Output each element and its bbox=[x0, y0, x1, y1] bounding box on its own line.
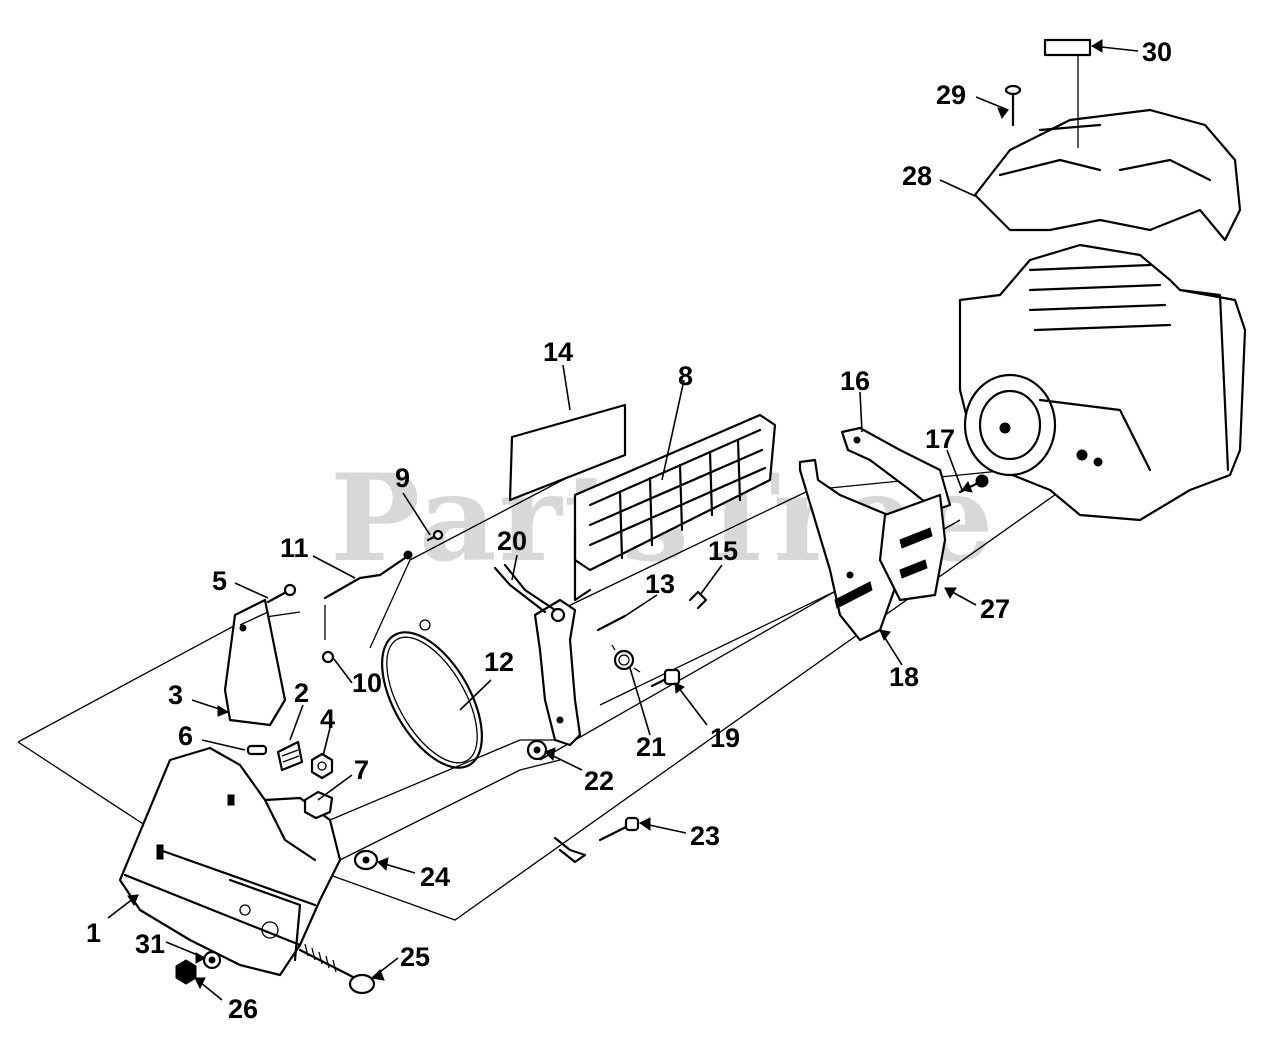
part-22-washer bbox=[526, 739, 548, 761]
part-28-cover bbox=[973, 108, 1242, 242]
part-10-washer bbox=[321, 650, 335, 664]
callout-11: 11 bbox=[280, 533, 309, 563]
part-9-pin bbox=[426, 529, 444, 542]
callout-4: 4 bbox=[320, 704, 335, 734]
callout-28: 28 bbox=[902, 161, 932, 191]
part-25-bolt bbox=[298, 943, 376, 995]
part-16-bracket bbox=[840, 426, 952, 512]
part-23-screw bbox=[553, 816, 640, 864]
engine-block bbox=[958, 243, 1247, 522]
callout-6: 6 bbox=[178, 721, 193, 751]
part-4-nut bbox=[310, 752, 334, 780]
part-13-pin bbox=[596, 614, 627, 632]
callout-3: 3 bbox=[168, 680, 183, 710]
callout-24: 24 bbox=[420, 862, 450, 892]
callout-12: 12 bbox=[484, 647, 514, 677]
part-2-block bbox=[276, 740, 304, 772]
leader-arrowheads bbox=[127, 39, 1103, 990]
part-21-spring bbox=[611, 644, 641, 673]
part-29-screw bbox=[1004, 84, 1022, 127]
callout-9: 9 bbox=[395, 463, 410, 493]
part-19-bolt bbox=[650, 668, 681, 688]
part-26-nut bbox=[175, 959, 197, 985]
callout-labels: 1 2 3 4 5 6 7 8 9 10 11 12 13 14 15 16 1… bbox=[86, 37, 1172, 1024]
callout-10: 10 bbox=[352, 668, 382, 698]
callout-25: 25 bbox=[400, 942, 430, 972]
part-8-grille bbox=[573, 413, 777, 602]
part-1-housing bbox=[118, 739, 561, 977]
part-3-plate bbox=[223, 598, 287, 727]
part-31-washer bbox=[202, 950, 222, 970]
part-5-screw bbox=[266, 583, 297, 604]
callout-21: 21 bbox=[636, 732, 666, 762]
callout-26: 26 bbox=[228, 994, 258, 1024]
callout-30: 30 bbox=[1142, 37, 1172, 67]
callout-7: 7 bbox=[354, 755, 369, 785]
part-20-lever bbox=[493, 563, 582, 747]
callout-17: 17 bbox=[925, 424, 955, 454]
part-27-plate bbox=[878, 493, 947, 602]
part-30-decal bbox=[1043, 38, 1092, 148]
callout-14: 14 bbox=[543, 337, 573, 367]
part-11-rod bbox=[323, 550, 413, 640]
callout-31: 31 bbox=[135, 929, 165, 959]
callout-5: 5 bbox=[212, 566, 227, 596]
part-12-spring bbox=[381, 619, 483, 769]
part-14-gasket bbox=[508, 403, 627, 502]
callout-18: 18 bbox=[889, 662, 919, 692]
part-7-cap bbox=[303, 790, 334, 820]
callout-19: 19 bbox=[710, 723, 740, 753]
callout-27: 27 bbox=[980, 594, 1010, 624]
part-24-bushing bbox=[353, 849, 379, 871]
callout-2: 2 bbox=[294, 678, 309, 708]
callout-29: 29 bbox=[936, 80, 966, 110]
part-15-clip bbox=[688, 590, 708, 610]
callout-22: 22 bbox=[584, 766, 614, 796]
part-6-pin bbox=[246, 744, 268, 756]
callout-15: 15 bbox=[708, 536, 738, 566]
callout-16: 16 bbox=[840, 366, 870, 396]
callout-23: 23 bbox=[690, 821, 720, 851]
part-18-plate bbox=[798, 458, 907, 642]
callout-13: 13 bbox=[645, 569, 675, 599]
callout-8: 8 bbox=[678, 361, 693, 391]
callout-20: 20 bbox=[497, 526, 527, 556]
callout-1: 1 bbox=[86, 918, 101, 948]
